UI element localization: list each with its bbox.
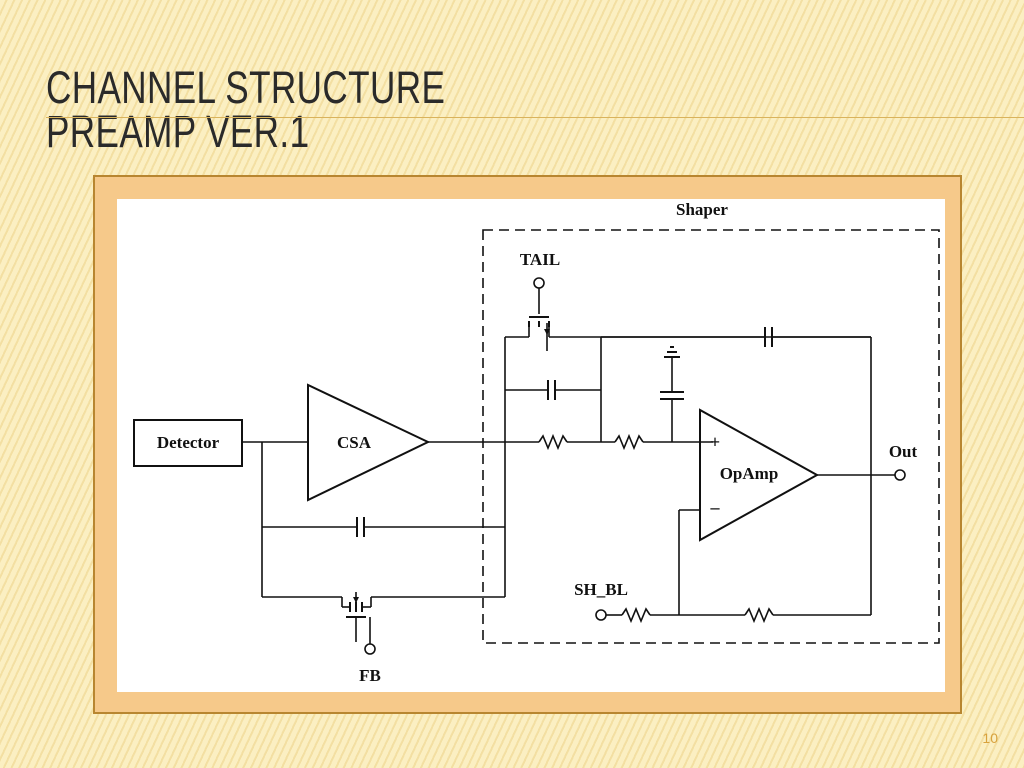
fb-terminal [364, 643, 376, 655]
slide-title-line-2: Preamp ver.1 [46, 106, 310, 157]
tail-terminal [533, 277, 545, 289]
opamp-label: OpAmp [720, 464, 779, 483]
page-number: 10 [982, 730, 998, 746]
out-label: Out [889, 442, 918, 461]
shaper-input-resistor [538, 433, 568, 451]
tail-label: TAIL [520, 250, 560, 269]
feedback-resistor [744, 606, 774, 624]
csa-label: CSA [337, 433, 372, 452]
circuit-diagram-canvas: Detector CSA Shaper TAIL OpAmp + – Out S… [117, 199, 945, 692]
sh-bl-label: SH_BL [574, 580, 628, 599]
shaper-series-resistor [614, 433, 644, 451]
circuit-wiring [133, 229, 940, 655]
opamp-minus-label: – [710, 497, 721, 517]
detector-block [133, 419, 243, 467]
shaper-label: Shaper [676, 200, 728, 219]
opamp-plus-label: + [710, 432, 720, 452]
fb-label: FB [359, 666, 381, 685]
slide-title: Channel structure Preamp ver.1 [46, 62, 446, 157]
csa-amplifier [307, 383, 431, 502]
detector-label: Detector [157, 433, 220, 452]
circuit-diagram: Detector CSA Shaper TAIL OpAmp + – Out S… [133, 200, 940, 685]
slide-title-line-1: Channel structure [46, 62, 446, 113]
opamp [699, 408, 820, 542]
shaper-boundary [482, 229, 940, 644]
sh-bl-terminal [595, 609, 607, 621]
out-terminal [894, 469, 906, 481]
sh-bl-resistor [621, 606, 651, 624]
title-divider [46, 117, 1024, 118]
